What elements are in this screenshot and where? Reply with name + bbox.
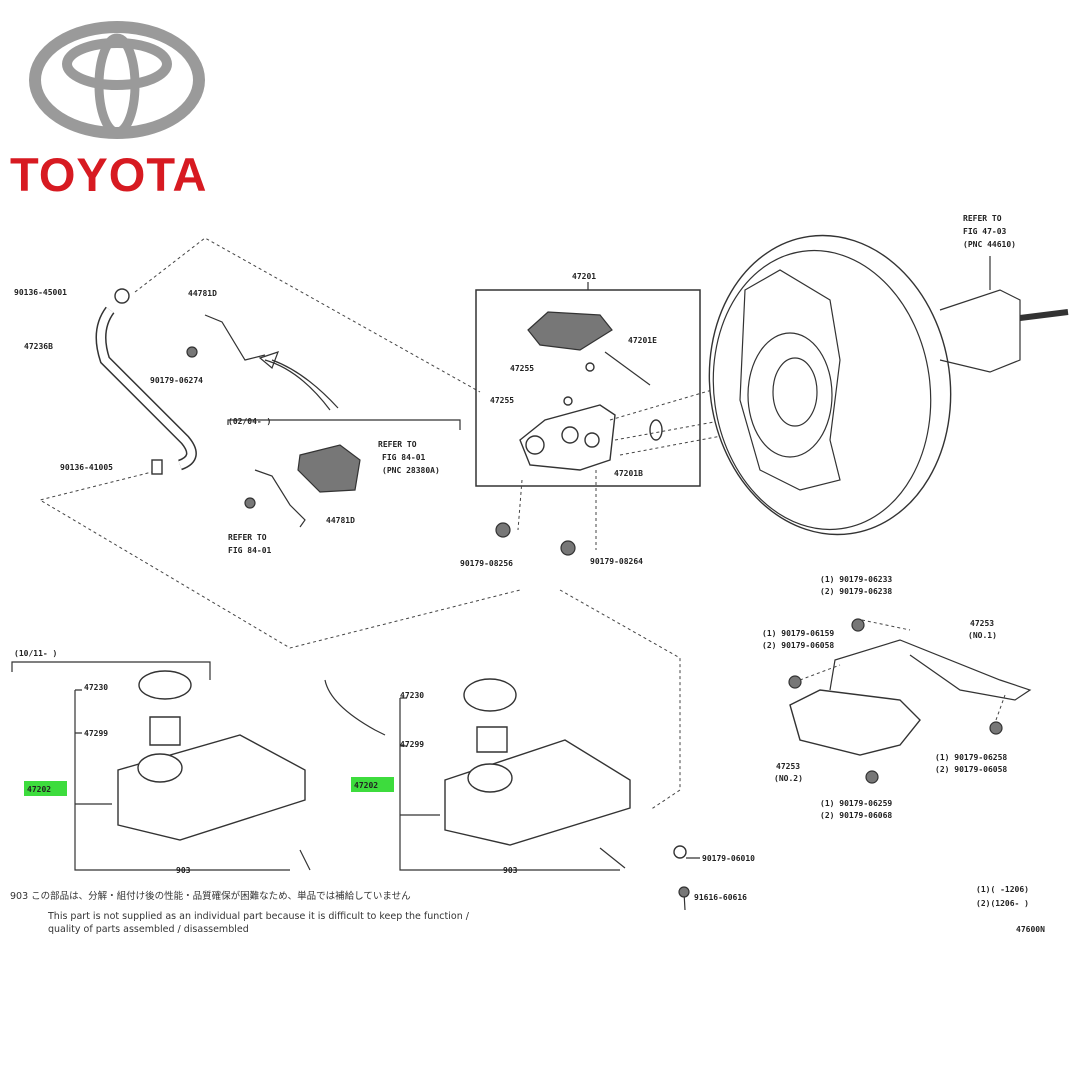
diagram-id: 47600N — [1016, 925, 1045, 934]
legend-line-1: (1)( -1206) — [976, 885, 1029, 894]
label-strainer-right: 47299 — [400, 740, 424, 749]
note-english-2: quality of parts assembled / disassemble… — [48, 924, 249, 935]
label-nut-left-1: (1) 90179-06159 — [762, 629, 834, 638]
label-nut-right-1: (1) 90179-06258 — [935, 753, 1007, 762]
label-booster-refer-3: (PNC 44610) — [963, 240, 1016, 249]
booster-bracket-group: (1) 90179-06233 (2) 90179-06238 (1) 9017… — [762, 575, 1032, 820]
label-nut-right: 90179-08264 — [590, 557, 643, 566]
label-refer-module-2: FIG 84-01 — [382, 453, 426, 462]
reservoir-right-group: 47230 47299 47202 903 90179-06010 91616-… — [351, 678, 755, 911]
label-refer-lower-1: REFER TO — [228, 533, 267, 542]
master-cylinder-group: 47201 47201E 47255 47255 47201B 90179-08… — [460, 272, 781, 568]
label-bracket-no1-b: (NO.1) — [968, 631, 997, 640]
label-nut-top-1: (1) 90179-06233 — [820, 575, 892, 584]
label-clamp-top: 90136-45001 — [14, 288, 67, 297]
label-date-range-left: (10/11- ) — [14, 649, 57, 658]
label-grommet-right: 90179-06010 — [702, 854, 755, 863]
label-bracket-no2-a: 47253 — [776, 762, 800, 771]
label-clamp-bottom: 90136-41005 — [60, 463, 113, 472]
note-japanese: 903 この部品は、分解・組付け後の性能・品質確保が困難なため、単品では補給して… — [10, 890, 411, 902]
brake-booster: REFER TO FIG 47-03 (PNC 44610) — [708, 214, 1069, 536]
note-english-1: This part is not supplied as an individu… — [47, 911, 470, 922]
label-bracket-upper: 44781D — [188, 289, 217, 298]
label-grommet-1: 47255 — [510, 364, 534, 373]
label-bolt-upper: 90179-06274 — [150, 376, 203, 385]
label-reservoir-right-highlighted[interactable]: 47202 — [354, 781, 378, 790]
label-strainer-left: 47299 — [84, 729, 108, 738]
label-refer-module-1: REFER TO — [378, 440, 417, 449]
label-nut-bottom-2: (2) 90179-06068 — [820, 811, 892, 820]
label-nut-top-2: (2) 90179-06238 — [820, 587, 892, 596]
label-bracket-no1-a: 47253 — [970, 619, 994, 628]
reservoir-left-group: (10/11- ) 47230 47299 47202 903 — [11, 649, 386, 875]
label-bracket-no2-b: (NO.2) — [774, 774, 803, 783]
footnote: 903 この部品は、分解・組付け後の性能・品質確保が困難なため、単品では補給して… — [10, 890, 470, 935]
label-reservoir-left-highlighted[interactable]: 47202 — [27, 785, 51, 794]
label-cap-left: 47230 — [84, 683, 108, 692]
toyota-logo: TOYOTA — [10, 21, 208, 201]
label-bracket-lower: 44781D — [326, 516, 355, 525]
label-refer-module-3: (PNC 28380A) — [382, 466, 440, 475]
label-nut-right-2: (2) 90179-06058 — [935, 765, 1007, 774]
label-booster-refer-2: FIG 47-03 — [963, 227, 1007, 236]
label-hose: 47236B — [24, 342, 53, 351]
label-cap-right: 47230 — [400, 691, 424, 700]
label-mc-pin: 47201E — [628, 336, 657, 345]
label-booster-refer-1: REFER TO — [963, 214, 1002, 223]
label-seal: 47201B — [614, 469, 643, 478]
label-nut-left-2: (2) 90179-06058 — [762, 641, 834, 650]
label-bolt-right: 91616-60616 — [694, 893, 747, 902]
label-date-range: (02/04- ) — [228, 417, 271, 426]
label-nut-bottom-1: (1) 90179-06259 — [820, 799, 892, 808]
legend-line-2: (2)(1206- ) — [976, 899, 1029, 908]
label-refer-lower-2: FIG 84-01 — [228, 546, 272, 555]
label-mc-assembly: 47201 — [572, 272, 596, 281]
label-sub-right: 903 — [503, 866, 518, 875]
brake-hose-group: 90136-45001 47236B 90136-41005 44781D 90… — [14, 288, 461, 555]
label-sub-left: 903 — [176, 866, 191, 875]
label-grommet-2: 47255 — [490, 396, 514, 405]
date-legend: (1)( -1206) (2)(1206- ) 47600N — [976, 885, 1045, 934]
label-nut-left: 90179-08256 — [460, 559, 513, 568]
brand-name: TOYOTA — [10, 148, 208, 201]
